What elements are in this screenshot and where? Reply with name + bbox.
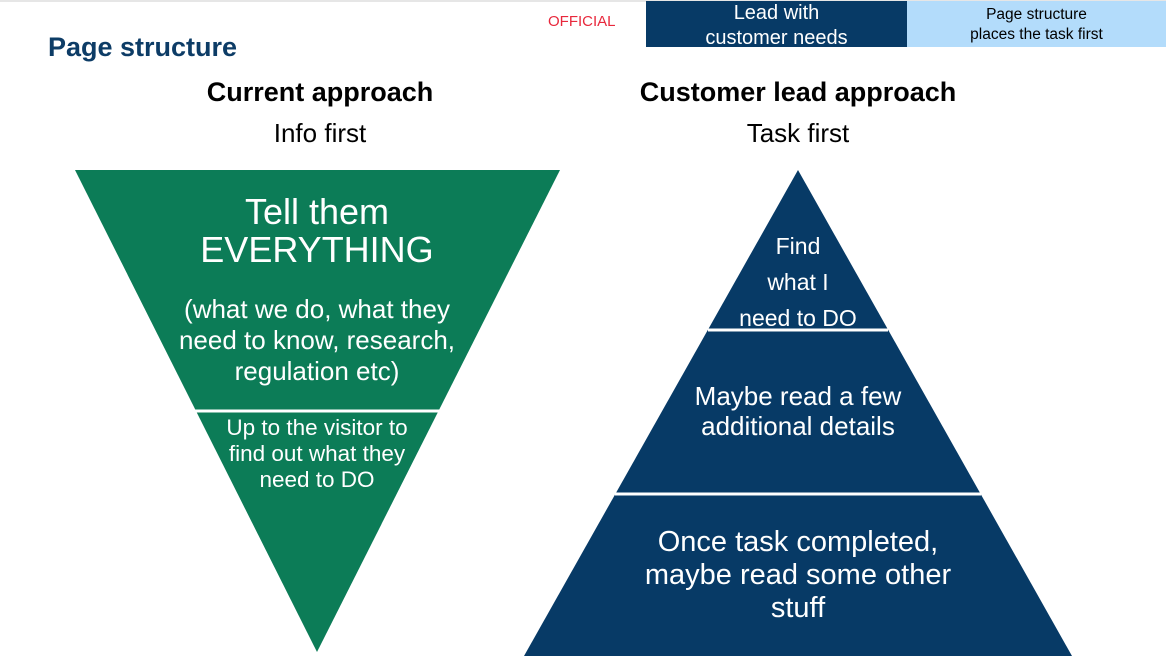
bottom-line3: need to DO xyxy=(259,467,375,492)
top-line1: Find xyxy=(775,233,821,259)
detail-line3: regulation etc) xyxy=(234,356,400,386)
once-task-completed: Once task completed, maybe read some oth… xyxy=(598,526,998,625)
up-to-visitor: Up to the visitor to find out what they … xyxy=(167,415,467,493)
right-subheading: Task first xyxy=(746,118,850,148)
box-dark-text: Lead with customer needs xyxy=(705,2,848,49)
find-what-i-need: Find what I need to DO xyxy=(698,228,898,336)
bottom-line1: Up to the visitor to xyxy=(226,415,408,440)
page-title: Page structure xyxy=(48,32,238,62)
maybe-read-few: Maybe read a few additional details xyxy=(648,381,948,441)
middle-line1: Maybe read a few xyxy=(694,381,902,411)
bottom-line2: maybe read some other xyxy=(644,559,952,591)
bottom-line1: Once task completed, xyxy=(657,526,939,558)
detail-line2: need to know, research, xyxy=(178,325,456,355)
bottom-line2: find out what they xyxy=(228,441,406,466)
top-title-line2: EVERYTHING xyxy=(200,229,434,270)
page-structure-box: Page structure places the task first xyxy=(907,1,1166,47)
right-heading: Customer lead approach xyxy=(639,77,957,107)
detail-line1: (what we do, what they xyxy=(184,294,450,324)
lead-with-customer-needs-box: Lead with customer needs xyxy=(646,1,907,49)
bottom-line3: stuff xyxy=(770,592,826,624)
classification-label: OFFICIAL xyxy=(548,13,616,30)
box-light-line2: places the task first xyxy=(970,26,1103,43)
top-line2: what I xyxy=(767,269,829,295)
middle-line2: additional details xyxy=(701,411,895,441)
top-border xyxy=(0,0,1166,2)
tell-them-detail: (what we do, what they need to know, res… xyxy=(117,294,517,387)
top-title-line1: Tell them xyxy=(244,191,390,232)
box-light-line1: Page structure xyxy=(986,6,1087,23)
top-line3: need to DO xyxy=(739,305,857,331)
pyramid xyxy=(524,170,1072,656)
left-heading: Current approach xyxy=(206,77,434,107)
left-subheading: Info first xyxy=(273,118,367,148)
tell-them-everything: Tell them EVERYTHING xyxy=(117,193,517,269)
